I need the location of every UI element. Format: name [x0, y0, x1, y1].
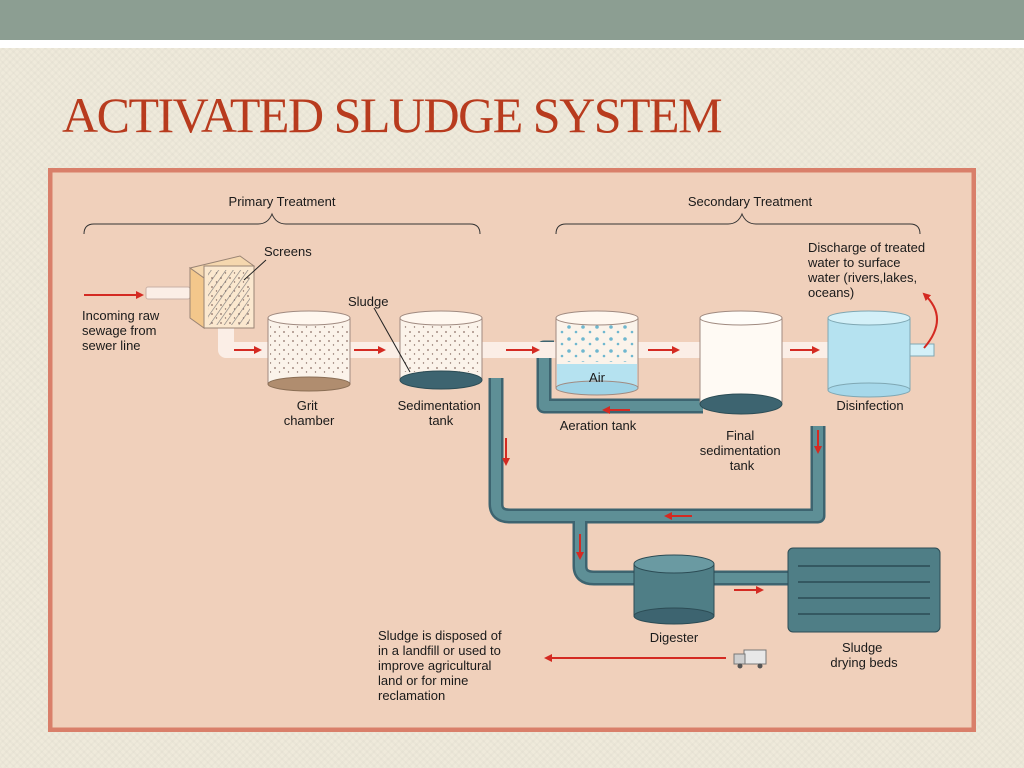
sludge-label: Sludge: [348, 294, 388, 309]
flow-arrows: [84, 291, 938, 662]
air-label: Air: [589, 370, 606, 385]
aeration-tank: [555, 310, 639, 396]
disinfection-tank: [827, 310, 911, 398]
top-divider: [0, 40, 1024, 48]
disinfection-label: Disinfection: [836, 398, 903, 413]
incoming-sewage-label: Incoming raw sewage from sewer line: [82, 308, 163, 353]
drying-beds-label: Sludge drying beds: [830, 640, 898, 670]
grit-chamber-tank: [267, 310, 351, 392]
slide-title: ACTIVATED SLUDGE SYSTEM: [62, 87, 723, 143]
secondary-treatment-bracket: [555, 212, 921, 235]
digester-label: Digester: [650, 630, 699, 645]
primary-treatment-label: Primary Treatment: [229, 194, 336, 209]
aeration-tank-label: Aeration tank: [560, 418, 637, 433]
screen-box-icon: [188, 255, 256, 329]
final-sedimentation-label: Final sedimentation tank: [700, 428, 785, 473]
inlet-pipe: [145, 286, 191, 300]
sedimentation-tank: [399, 310, 483, 390]
process-diagram: Primary Treatment Secondary Treatment: [48, 168, 976, 732]
sedimentation-tank-label: Sedimentation tank: [398, 398, 485, 428]
truck-icon: [733, 649, 767, 669]
primary-treatment-bracket: [83, 212, 481, 235]
grit-chamber-label: Grit chamber: [284, 398, 335, 428]
top-band: [0, 0, 1024, 40]
final-sedimentation-tank: [699, 310, 783, 415]
secondary-treatment-label: Secondary Treatment: [688, 194, 813, 209]
digester-tank: [633, 554, 715, 625]
disposal-label: Sludge is disposed of in a landfill or u…: [378, 628, 505, 703]
discharge-label: Discharge of treated water to surface wa…: [807, 240, 929, 300]
screens-leader: [243, 259, 267, 281]
sludge-drying-beds: [787, 547, 941, 633]
sludge-leader: [373, 307, 411, 373]
screens-label: Screens: [264, 244, 312, 259]
outlet-pipe: [909, 343, 935, 357]
